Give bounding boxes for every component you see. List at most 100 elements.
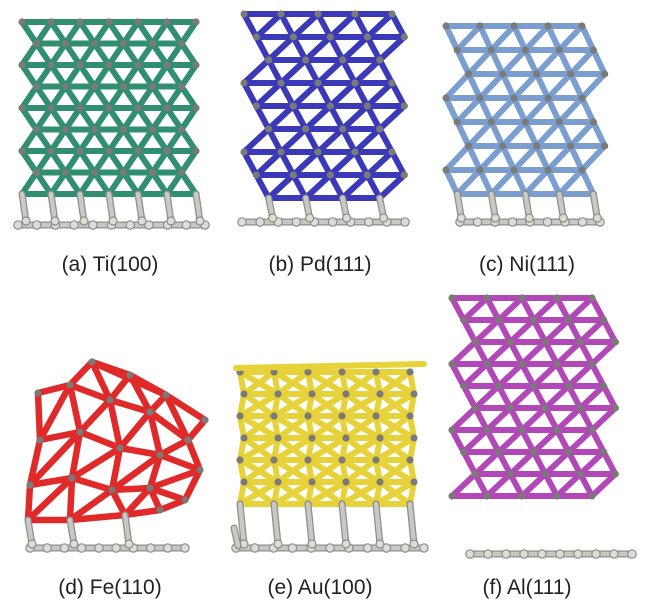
bond — [522, 167, 551, 197]
bond — [19, 40, 40, 68]
bond — [589, 471, 619, 499]
bond — [443, 167, 461, 197]
atom-joint — [471, 338, 479, 346]
atom-joint — [302, 56, 310, 64]
bond — [241, 57, 272, 86]
atom-joint — [363, 171, 371, 179]
bond — [377, 457, 413, 485]
substrate-atom — [21, 216, 31, 226]
bond — [449, 427, 467, 455]
atom-joint — [448, 426, 456, 434]
atom-joint — [252, 171, 260, 179]
atom-joint — [163, 147, 171, 155]
atom-joint — [499, 142, 507, 150]
substrate-atom — [419, 543, 429, 553]
bond — [554, 339, 584, 367]
bond — [577, 471, 595, 499]
substrate-atom — [409, 539, 419, 549]
substrate-atom — [363, 217, 374, 227]
bond — [449, 295, 467, 323]
atom-joint — [376, 434, 384, 442]
atom-joint — [47, 104, 55, 112]
bond — [545, 143, 574, 173]
atom-joint — [388, 10, 396, 18]
atom-joint — [376, 56, 384, 64]
atom-joint — [61, 168, 70, 177]
bond — [389, 149, 408, 178]
bond — [495, 449, 514, 477]
bond — [271, 391, 315, 419]
atom-joint — [88, 358, 96, 366]
atom-joint — [453, 46, 461, 54]
substrate-atom — [76, 543, 87, 553]
substrate-atom — [180, 543, 190, 553]
bond — [519, 405, 549, 433]
atom-joint — [76, 61, 84, 69]
substrate-atom — [591, 549, 601, 559]
substrate-atom — [342, 213, 352, 223]
atom-joint — [518, 492, 526, 500]
bond — [352, 149, 371, 178]
bond — [407, 413, 417, 441]
substrate-atom — [268, 213, 278, 223]
bond — [265, 34, 297, 63]
atom-joint — [314, 148, 322, 156]
bond — [135, 148, 156, 176]
atom-joint — [119, 168, 128, 177]
bond — [271, 479, 315, 507]
bond — [460, 383, 479, 411]
bond — [302, 172, 334, 201]
atom-joint — [61, 82, 70, 91]
bond — [488, 119, 506, 149]
atom-joint — [530, 448, 538, 456]
bond — [120, 169, 141, 197]
caption-ni-111: (c) Ni(111) — [478, 253, 576, 276]
bond — [389, 80, 408, 109]
bond — [579, 23, 597, 53]
bond — [149, 169, 170, 197]
atom-joint — [308, 390, 316, 398]
bond — [339, 435, 383, 463]
bond — [376, 57, 395, 86]
substrate-atom — [144, 220, 154, 230]
atom-joint — [465, 142, 473, 150]
bond — [265, 172, 297, 201]
bond — [589, 405, 619, 433]
bond — [495, 361, 525, 389]
bond — [164, 148, 185, 176]
bond — [454, 47, 472, 77]
bond — [66, 511, 129, 524]
atom-joint — [351, 10, 359, 18]
atom-joint — [541, 338, 549, 346]
bond — [178, 19, 199, 47]
atom-joint — [576, 470, 584, 478]
bond — [519, 471, 549, 499]
atom-joint — [372, 368, 380, 376]
bond — [554, 471, 584, 499]
bond — [178, 169, 199, 197]
bond — [77, 105, 98, 133]
bond — [108, 484, 154, 494]
bond — [121, 484, 154, 519]
atom-joint — [339, 56, 347, 64]
bond — [36, 381, 74, 444]
substrate-atom — [501, 549, 511, 559]
bond — [522, 23, 551, 53]
bond — [253, 103, 272, 132]
bond — [542, 405, 560, 433]
substrate-atom — [400, 543, 410, 553]
bond — [156, 496, 189, 514]
atom-joint — [476, 166, 484, 174]
bond — [407, 369, 417, 397]
bond — [507, 449, 537, 477]
atom-joint — [240, 10, 248, 18]
substrate-atom — [507, 217, 518, 227]
substrate-atom — [255, 217, 265, 227]
atom-joint — [553, 492, 561, 500]
bond — [511, 23, 529, 53]
atom-joint — [314, 79, 322, 87]
atom-joint — [465, 70, 473, 78]
bond — [76, 396, 114, 436]
bond — [556, 167, 585, 197]
